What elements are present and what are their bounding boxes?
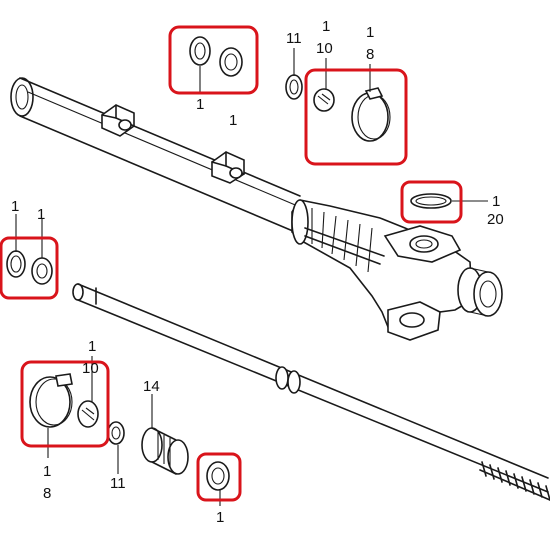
label-oring-a: 1 — [492, 193, 500, 210]
highlight-left-seals — [0, 236, 59, 300]
top-washer — [285, 74, 303, 100]
rack-housing-tube — [10, 77, 301, 235]
label-left-seal-b: 1 — [37, 206, 45, 223]
label-oring-b: 20 — [487, 211, 504, 228]
top-boot-band — [351, 87, 391, 142]
bottom-stop-ring — [77, 400, 99, 428]
label-bottom-stop-ring-a: 1 — [88, 338, 96, 355]
highlight-boxes — [0, 25, 463, 502]
rack-shaft — [72, 283, 550, 501]
o-ring — [410, 193, 452, 209]
bottom-boot-band — [29, 373, 73, 428]
top-seal-pair — [189, 36, 243, 77]
highlight-top-seals — [168, 25, 259, 95]
label-top-band-b: 8 — [366, 46, 374, 63]
label-left-seal-a: 1 — [11, 198, 19, 215]
label-top-mid: 1 — [229, 112, 237, 129]
label-top-stop-ring-a: 1 — [322, 18, 330, 35]
highlight-top-band — [304, 68, 408, 166]
callout-labels: 1 1 11 1 10 1 8 1 20 1 1 1 8 1 10 11 14 … — [11, 18, 504, 526]
highlight-bottom-band — [20, 360, 110, 448]
tube-mount-boss-lower — [211, 151, 245, 184]
bottom-seal — [206, 461, 230, 491]
label-top-band-a: 1 — [366, 24, 374, 41]
highlight-bottom-seal — [196, 452, 242, 502]
leader-lines — [15, 48, 488, 506]
label-top-stop-ring-b: 10 — [316, 40, 333, 57]
label-bottom-band-a: 1 — [43, 463, 51, 480]
top-stop-ring — [313, 88, 335, 112]
label-bottom-seal: 1 — [216, 509, 224, 526]
tube-mount-boss-upper — [101, 104, 135, 137]
rack-bushing — [141, 427, 189, 475]
left-seal-pair — [6, 250, 53, 285]
label-bottom-stop-ring-b: 10 — [82, 360, 99, 377]
bottom-washer — [107, 421, 125, 445]
label-bushing: 14 — [143, 378, 160, 395]
label-top-washer: 11 — [286, 30, 302, 47]
label-bottom-band-b: 8 — [43, 485, 51, 502]
gear-housing — [291, 199, 503, 341]
label-top-seals: 1 — [196, 96, 204, 113]
highlight-o-ring — [400, 180, 463, 224]
label-bottom-washer: 11 — [110, 475, 126, 492]
